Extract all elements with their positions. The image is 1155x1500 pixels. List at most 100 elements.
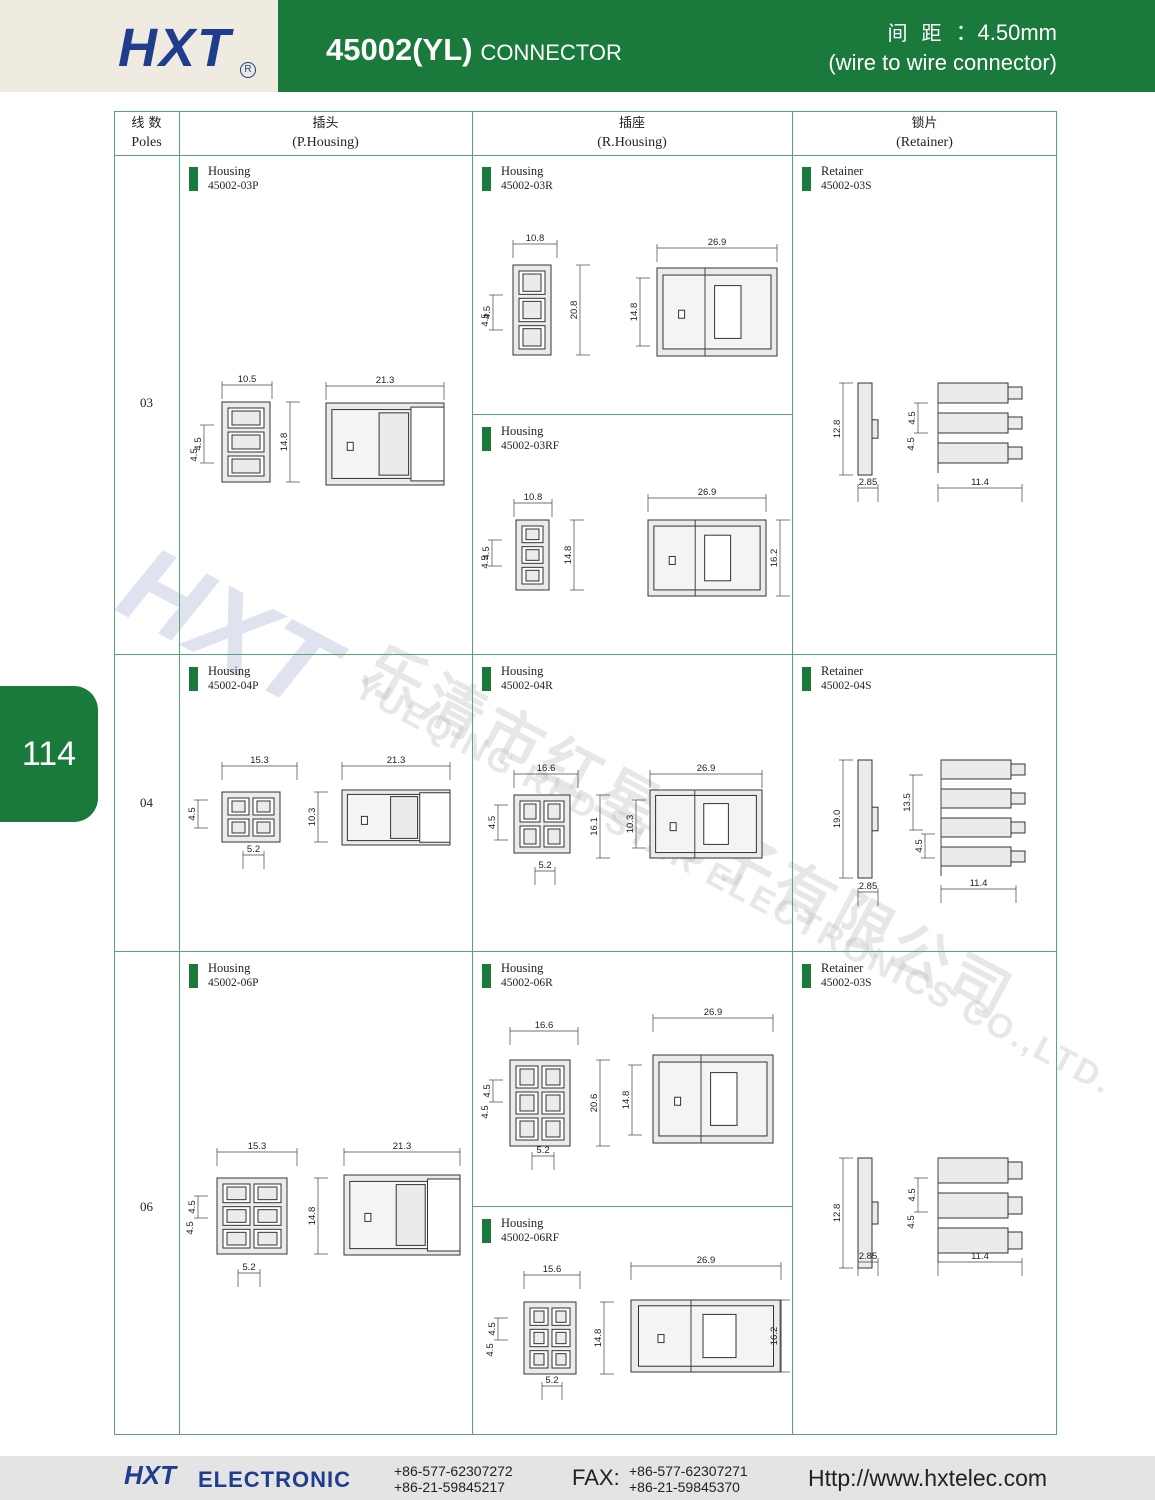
dimension-label: 4.5 xyxy=(480,1105,491,1118)
subtitle: (wire to wire connector) xyxy=(828,50,1057,75)
outline-rect xyxy=(937,1192,1009,1219)
label-bar-icon xyxy=(482,427,491,451)
outline-rect xyxy=(522,328,542,347)
dimension-label: 10.3 xyxy=(307,808,318,827)
outline-rect xyxy=(669,822,677,832)
outline-rect xyxy=(360,815,368,825)
logo-panel: HXT R xyxy=(0,0,278,92)
dimension-label: 16.6 xyxy=(535,1020,554,1031)
outline-rect xyxy=(364,1212,372,1222)
dimension-label: 4.5 xyxy=(487,1322,498,1335)
dimension-label: 4.5 xyxy=(482,1084,493,1097)
dimension-label: 2.85 xyxy=(859,881,878,892)
part-type: Housing xyxy=(501,961,544,975)
outline-rect xyxy=(940,846,1012,867)
footer-brand: ELECTRONIC xyxy=(198,1467,351,1492)
fax-label: FAX: xyxy=(572,1465,620,1490)
outline-rect xyxy=(937,1227,1009,1254)
dimension-label: 2.85 xyxy=(859,477,878,488)
outline-rect xyxy=(231,821,246,834)
hxt-logo: HXT xyxy=(118,18,232,78)
part-type: Housing xyxy=(208,961,251,975)
outline-rect xyxy=(937,1157,1009,1184)
page-footer: HXT ELECTRONIC +86-577-62307272 +86-21-5… xyxy=(0,1456,1155,1500)
outline-rect xyxy=(871,419,879,439)
outline-rect xyxy=(937,412,1009,434)
outline-rect xyxy=(703,803,729,845)
dimension-label: 15.3 xyxy=(250,755,269,766)
label-bar-icon xyxy=(189,667,198,691)
outline-rect xyxy=(1010,792,1026,805)
part-type: Housing xyxy=(208,164,251,178)
dimension-label: 4.5 xyxy=(907,1188,918,1201)
part-code: 45002-04P xyxy=(208,680,259,692)
outline-rect xyxy=(525,549,540,561)
part-type: Housing xyxy=(501,664,544,678)
part-label-r04: Housing 45002-04R xyxy=(482,664,553,694)
outline-rect xyxy=(395,1184,426,1246)
fax-1: +86-577-62307271 xyxy=(629,1463,748,1479)
pitch-label: 间距 xyxy=(887,21,956,45)
dimension-label: 16.6 xyxy=(537,763,556,774)
dimension-label: 4.5 xyxy=(906,1215,917,1228)
dimension-label: 14.8 xyxy=(629,303,640,322)
outline-rect xyxy=(1007,1161,1023,1180)
phone-2: +86-21-59845217 xyxy=(394,1479,505,1495)
part-code: 45002-06R xyxy=(501,977,553,989)
part-code: 45002-03R xyxy=(501,180,553,192)
outline-rect xyxy=(545,1094,561,1112)
outline-rect xyxy=(522,300,542,320)
pitch-value: 4.50mm xyxy=(977,20,1057,45)
dimension-label: 16.2 xyxy=(769,549,780,568)
outline-rect xyxy=(525,528,540,541)
footer-phone: +86-577-62307272 +86-21-59845217 xyxy=(394,1463,513,1495)
part-code: 45002-06RF xyxy=(501,1232,560,1244)
outline-rect xyxy=(937,382,1009,404)
poles-03: 03 xyxy=(140,395,153,410)
part-type: Retainer xyxy=(821,164,864,178)
outline-rect xyxy=(678,309,686,319)
dimension-label: 4.5 xyxy=(480,313,491,326)
outline-rect xyxy=(668,555,676,565)
label-bar-icon xyxy=(482,964,491,988)
outline-rect xyxy=(714,285,742,339)
dimension-label: 26.9 xyxy=(708,237,727,248)
outline-rect xyxy=(710,1072,738,1126)
footer-logo: HXT xyxy=(124,1460,176,1490)
dimension-label: 26.9 xyxy=(698,487,717,498)
outline-rect xyxy=(1010,821,1026,834)
outline-rect xyxy=(1010,850,1026,863)
dimension-label: 26.9 xyxy=(697,763,716,774)
dimension-label: 26.9 xyxy=(697,1255,716,1266)
dimension-label: 14.8 xyxy=(279,433,290,452)
website-link[interactable]: Http://www.hxtelec.com xyxy=(808,1465,1048,1491)
dimension-label: 11.4 xyxy=(970,878,988,889)
outline-rect xyxy=(231,410,261,426)
dimension-label: 5.2 xyxy=(545,1375,558,1386)
dimension-label: 21.3 xyxy=(387,755,406,766)
header-poles-en: Poles xyxy=(131,135,162,150)
dimension-label: 10.3 xyxy=(625,815,636,834)
outline-rect xyxy=(555,1353,567,1366)
dimension-label: 2.85 xyxy=(859,1251,878,1262)
dimension-label: 4.5 xyxy=(907,411,918,424)
dimension-label: 10.8 xyxy=(524,492,543,503)
fax-2: +86-21-59845370 xyxy=(629,1479,740,1495)
dimension-label: 19.0 xyxy=(832,810,843,829)
outline-rect xyxy=(674,1096,682,1106)
outline-rect xyxy=(256,800,271,813)
dimension-label: 4.5 xyxy=(193,437,204,450)
dimension-label: 4.5 xyxy=(185,1221,196,1234)
dimension-label: 4.5 xyxy=(485,1343,496,1356)
part-code: 45002-04R xyxy=(501,680,553,692)
label-bar-icon xyxy=(482,667,491,691)
outline-rect xyxy=(1007,446,1023,460)
header-retainer: 锁片 (Retainer) xyxy=(792,114,1057,152)
